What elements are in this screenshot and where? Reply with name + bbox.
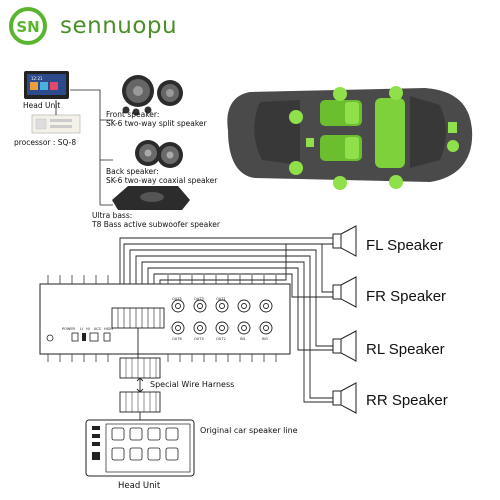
front-speaker-images [122,75,183,116]
amp-label-hi: HI [86,327,90,331]
amp-rca-ports [171,299,273,335]
bottom-head-unit [85,419,195,477]
head-unit-device: 12:21 [24,71,69,99]
fr-speaker-icon [332,276,357,308]
rl-speaker-label: RL Speaker [366,341,445,358]
back-speaker-desc: SK-6 two-way coaxial speaker [106,176,218,185]
original-line-label: Original car speaker line [200,426,298,435]
head-unit-clock: 12:21 [31,76,43,81]
amp-label-acc: ACC [94,327,102,331]
amp-port-out1: OUT1 [216,297,226,301]
amp-label-high: HIGH [104,327,113,331]
brand-name: sennuopu [60,13,178,39]
amplifier-body: POWER LI HI ACC HIGH OUT5 OUT3 OUT1 OUT6… [39,275,291,362]
harness-label: Special Wire Harness [150,380,235,389]
rr-speaker-icon [332,382,357,414]
amp-label-power: POWER [62,327,76,331]
amp-port-out2: OUT2 [216,337,226,341]
front-speaker-title: Front speaker: [106,110,160,119]
back-speaker-title: Back speaker: [106,167,159,176]
amp-port-in3: IN3 [262,337,268,341]
amp-label-li: LI [80,327,83,331]
back-speaker-images [135,140,183,168]
rr-speaker-label: RR Speaker [366,392,448,409]
rl-speaker-icon [332,330,357,362]
logo-letters: SN [16,18,39,36]
amp-port-out3: OUT3 [194,297,204,301]
amp-heatsink-fins [47,275,277,362]
brand-logo: SN [9,7,47,45]
amp-port-out4: OUT4 [194,337,204,341]
front-speaker-desc: SK-6 two-way split speaker [106,119,207,128]
processor-label: processor : SQ-8 [14,138,77,147]
amp-port-in1: IN1 [240,337,246,341]
subwoofer-image [112,186,190,210]
bottom-head-unit-label: Head Unit [118,481,161,491]
fr-speaker-label: FR Speaker [366,288,447,305]
fl-speaker-icon [332,225,357,257]
car-top-view [227,86,473,190]
fl-speaker-label: FL Speaker [366,237,443,254]
amp-port-out5: OUT5 [172,297,182,301]
processor-device [31,114,81,134]
ultra-bass-desc: T8 Bass active subwoofer speaker [92,220,220,229]
amp-port-out6: OUT6 [172,337,182,341]
wire-harness [119,357,161,413]
head-unit-label: Head Unit [23,101,61,110]
ultra-bass-title: Ultra bass: [92,211,133,220]
